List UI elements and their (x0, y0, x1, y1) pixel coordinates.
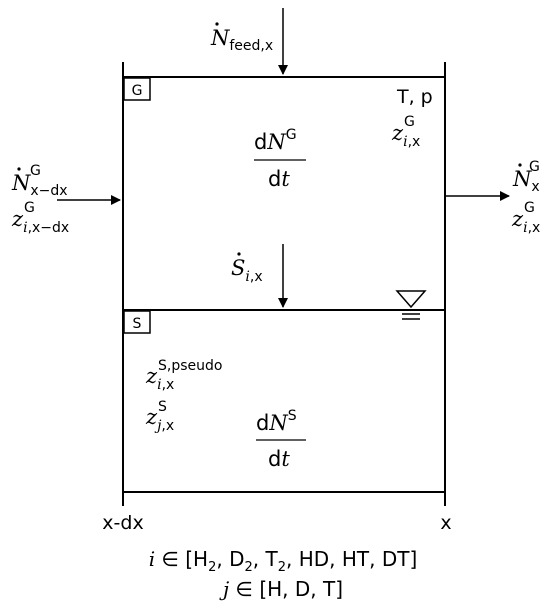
inlet-flow-sup: G (30, 163, 41, 179)
state-vars: T, p (396, 86, 433, 108)
axis-right-label: x (440, 512, 451, 534)
liquid-level-icon (395, 290, 427, 320)
set-i-item: T (265, 547, 279, 571)
species-set-i: i ∈ [H2​, D2​, T2​, HD, HT, DT] (149, 547, 418, 575)
gas-phase-tag-box (123, 77, 151, 101)
solid-pseudo-composition-label: zi,x (145, 364, 174, 393)
inlet-flow-dot (17, 167, 21, 171)
solid-balance-denominator: dt (268, 447, 290, 471)
inlet-flow-label: Nx−dx (11, 171, 68, 199)
gas-phase-tag: G (132, 83, 143, 99)
axis-left-label: x-dx (102, 512, 143, 534)
source-term-label: Si,x (231, 256, 263, 285)
set-i-item: D (229, 547, 244, 571)
set-i-close: ] (410, 547, 418, 571)
set-i-item: HT (342, 547, 370, 571)
set-i-op: ∈ [ (155, 547, 193, 571)
gas-balance-denominator: dt (268, 167, 290, 191)
gas-balance-numerator: dNG (254, 127, 297, 154)
inlet-composition-label: zi,x−dx (11, 207, 69, 236)
set-j-var: j (219, 577, 229, 601)
set-i-sub: 2 (208, 560, 216, 575)
solid-composition-label: zj,x (145, 405, 174, 434)
set-i-item: HD (299, 547, 329, 571)
outlet-flow-sup: G (529, 159, 540, 175)
set-i-item: DT (382, 547, 410, 571)
set-i-var: i (149, 547, 155, 571)
solid-phase-tag: S (133, 316, 142, 332)
solid-composition-sup: S (158, 399, 167, 415)
species-set-j: j ∈ [H, D, T] (219, 577, 343, 601)
outlet-flow-dot (518, 163, 522, 167)
solid-phase-tag-box (123, 310, 151, 334)
inlet-composition-sup: G (24, 200, 35, 216)
set-j-op: ∈ [H, D, T] (229, 577, 343, 601)
set-i-sub: 2 (245, 560, 253, 575)
solid-pseudo-composition-sup: S,pseudo (158, 358, 222, 374)
outlet-composition-label: zi,x (511, 207, 540, 236)
outlet-composition-sup: G (524, 200, 535, 216)
set-i-sub: 2 (278, 560, 286, 575)
gas-composition-label: zi,x (391, 121, 420, 150)
outlet-flow-label: Nx (512, 167, 540, 195)
solid-balance-numerator: dNS (256, 408, 297, 435)
gas-composition-sup: G (404, 114, 415, 130)
set-i-item: H (193, 547, 208, 571)
feed-flow-label: Nfeed,x (210, 26, 273, 54)
feed-flow-dot (215, 22, 219, 26)
source-term-dot (237, 252, 241, 256)
